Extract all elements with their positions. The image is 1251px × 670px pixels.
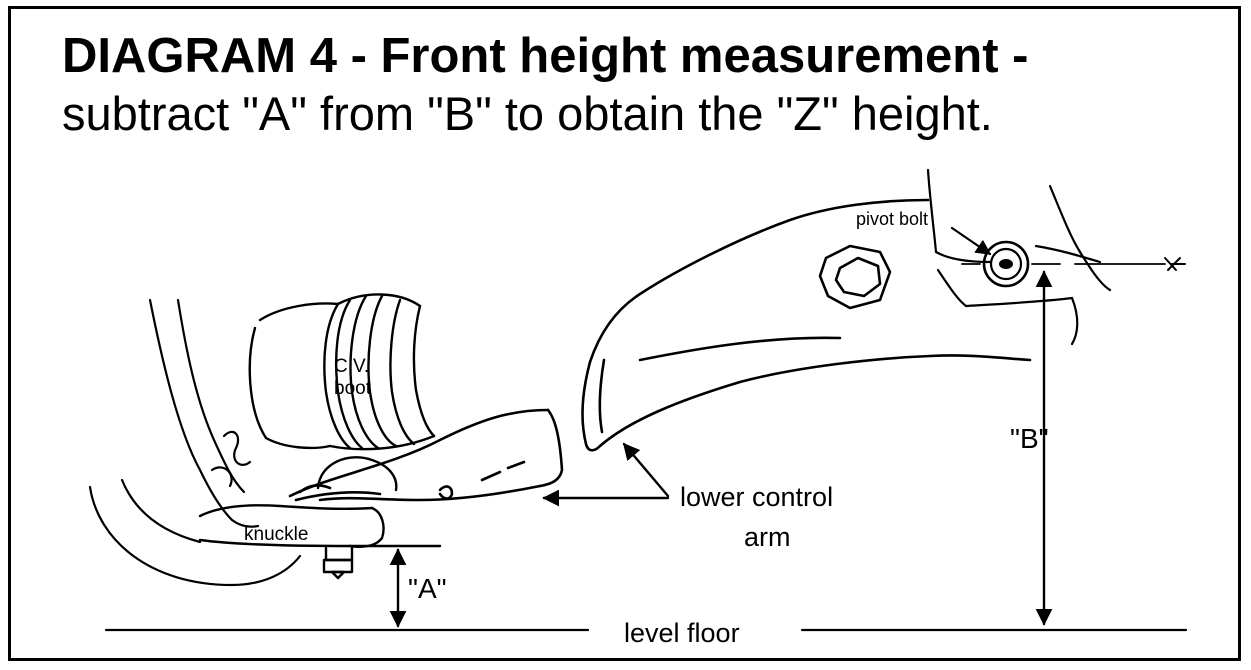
lower-control-arm-right bbox=[581, 198, 1032, 452]
lower-control-arm-label-line1: lower control bbox=[680, 482, 833, 512]
pivot-bolt-label: pivot bolt bbox=[856, 209, 928, 229]
cv-boot-label-line1: C.V. bbox=[334, 356, 369, 377]
pivot-bolt-leader bbox=[950, 226, 992, 256]
control-arm-leader-right bbox=[622, 442, 670, 498]
knuckle-label: knuckle bbox=[244, 524, 308, 545]
diagram-subtitle: subtract "A" from "B" to obtain the "Z" … bbox=[62, 87, 993, 140]
knuckle-drawing bbox=[88, 298, 302, 587]
level-floor-label: level floor bbox=[624, 618, 740, 648]
cv-boot-drawing bbox=[248, 293, 436, 451]
lower-control-arm-left bbox=[288, 408, 564, 502]
pivot-bolt bbox=[982, 240, 1030, 288]
centerline-end-mark bbox=[1164, 257, 1186, 271]
lower-control-arm-label-line2: arm bbox=[744, 522, 791, 552]
diagram-frame bbox=[8, 6, 1241, 661]
diagram-title: DIAGRAM 4 - Front height measurement - bbox=[62, 29, 1029, 83]
ball-joint bbox=[316, 456, 398, 492]
cv-boot-label-line2: boot bbox=[334, 378, 372, 399]
b-dimension-label: "B" bbox=[1010, 423, 1049, 454]
a-dimension-label: "A" bbox=[408, 573, 447, 604]
knuckle-base bbox=[198, 504, 442, 580]
